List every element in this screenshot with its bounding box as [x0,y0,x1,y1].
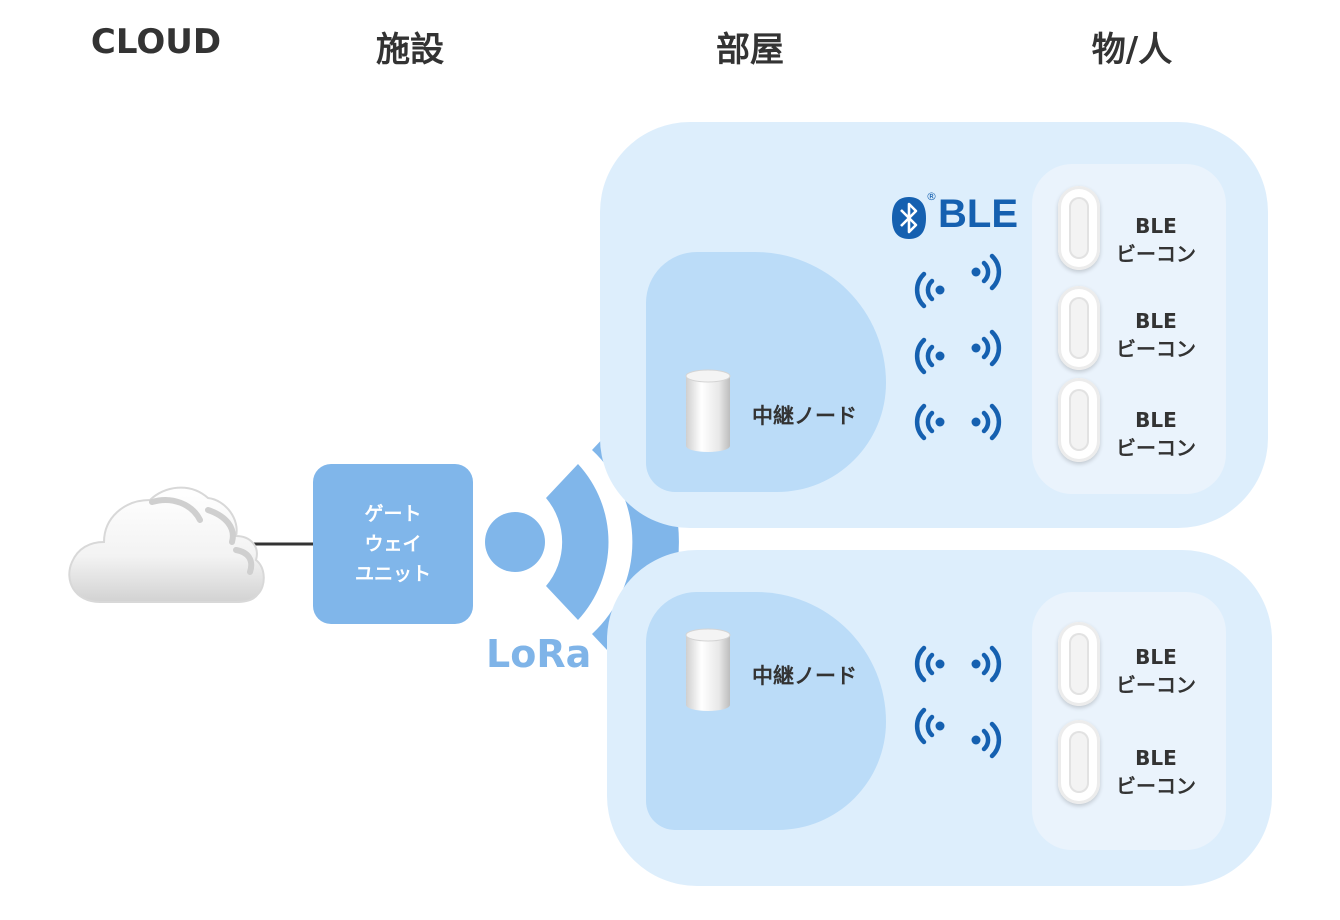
relay-node-label: 中継ノード [752,404,857,428]
beacon-label-line1: BLE [1135,309,1177,333]
relay-node-icon [685,369,731,452]
ble-beacon-icon [1058,186,1100,270]
beacon-label: BLE ビーコン [1096,643,1216,699]
relay-node-icon [685,628,731,711]
registered-mark: ® [926,190,937,203]
signal-right-icon [971,253,1002,291]
signal-left-icon [914,707,945,745]
beacon-label-line1: BLE [1135,408,1177,432]
cloud-icon [68,486,315,603]
gateway-unit: ゲート ウェイ ユニット [313,464,473,624]
bluetooth-icon [892,197,926,239]
signal-left-icon [914,337,945,375]
signal-right-icon [971,645,1002,683]
column-header-room: 部屋 [716,30,784,70]
ble-logo-text: BLE [938,192,1018,236]
lora-label: LoRa [486,632,592,676]
ble-beacon-icon [1058,720,1100,804]
signal-right-icon [971,403,1002,441]
beacon-label-line2: ビーコン [1116,242,1196,266]
signal-left-icon [914,645,945,683]
beacon-label: BLE ビーコン [1096,212,1216,268]
signal-left-icon [914,403,945,441]
beacon-label: BLE ビーコン [1096,406,1216,462]
beacon-label-line1: BLE [1135,214,1177,238]
beacon-label-line1: BLE [1135,746,1177,770]
relay-node-area-1 [646,252,886,492]
relay-node-area-2 [646,592,886,830]
beacon-label-line1: BLE [1135,645,1177,669]
beacon-label-line2: ビーコン [1116,436,1196,460]
column-header-cloud: CLOUD [90,22,222,62]
gateway-label: ゲート ウェイ ユニット [354,503,431,585]
ble-beacon-icon [1058,286,1100,370]
signal-right-icon [971,721,1002,759]
relay-node-label: 中継ノード [752,664,857,688]
ble-beacon-icon [1058,378,1100,462]
signal-right-icon [971,329,1002,367]
beacon-label-line2: ビーコン [1116,673,1196,697]
column-header-thing: 物/人 [1091,30,1173,70]
column-header-facility: 施設 [376,30,444,70]
beacon-label: BLE ビーコン [1096,744,1216,800]
signal-left-icon [914,271,945,309]
beacon-label-line2: ビーコン [1116,774,1196,798]
beacon-label: BLE ビーコン [1096,307,1216,363]
ble-beacon-icon [1058,622,1100,706]
beacon-label-line2: ビーコン [1116,337,1196,361]
